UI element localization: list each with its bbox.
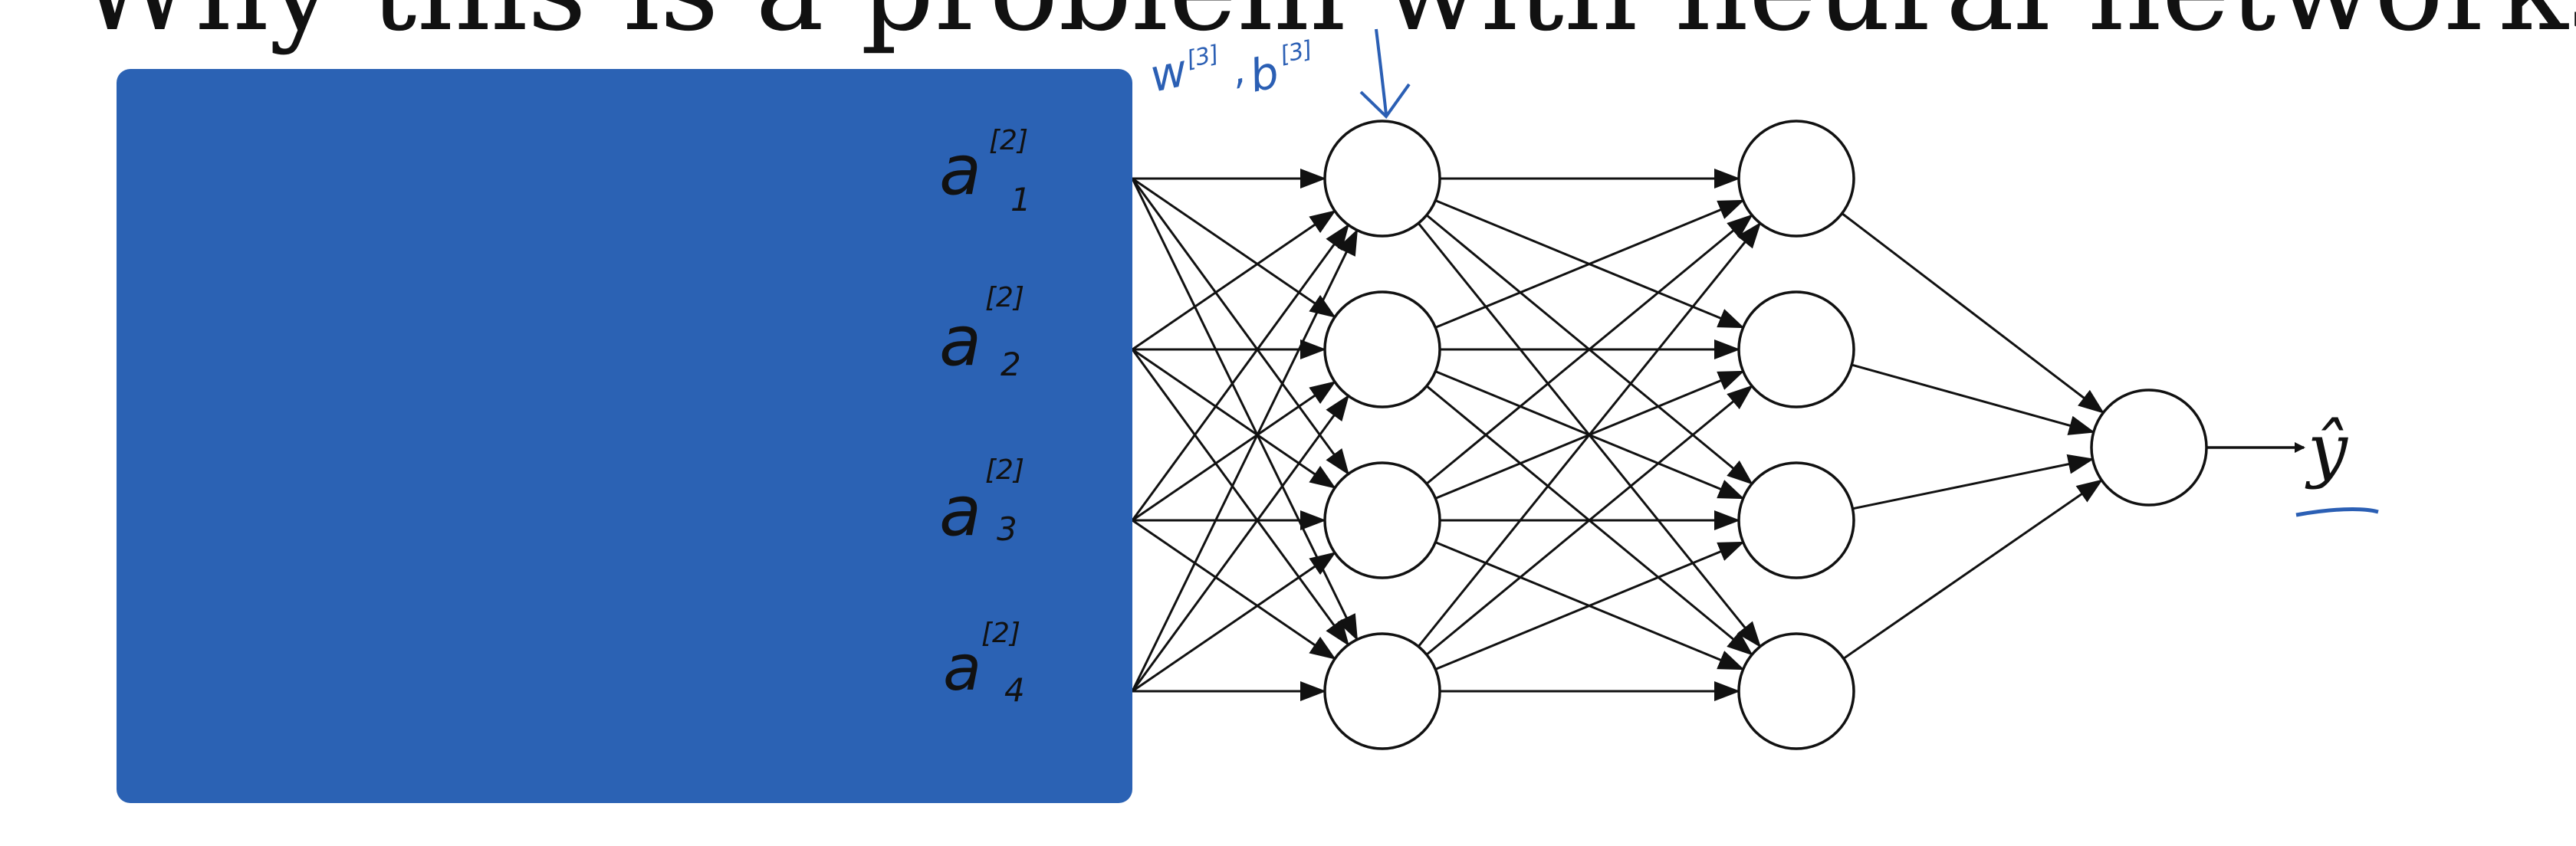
input-label-4-sup: [2] [981, 618, 1020, 649]
input-label-3-sup: [2] [985, 454, 1024, 486]
edge-input2-h1-3 [1132, 348, 1336, 489]
edge-h1-4-h2-1 [1417, 221, 1762, 648]
edge-input1-h1-3 [1131, 178, 1349, 476]
edge-input1-h1-4 [1131, 178, 1359, 641]
input-label-2-sub: 2 [1001, 346, 1021, 383]
edge-input4-h1-1 [1131, 228, 1359, 692]
output-label: ŷ [2305, 408, 2348, 490]
edge-input3-h1-4 [1132, 519, 1336, 660]
edge-input3-h1-2 [1132, 381, 1336, 522]
edge-input4-h1-3 [1132, 552, 1336, 693]
annotation-w-sup: [3] [1184, 41, 1221, 74]
edge-input2-h1-4 [1131, 349, 1349, 647]
neurons [1323, 120, 2208, 750]
node-hidden1-2 [1323, 290, 1441, 408]
input-activation-labels: a 1 [2] a 2 [2] a 3 [2] a 4 [2] [939, 125, 1031, 709]
annotation-b-sup: [3] [1277, 36, 1315, 69]
output: ŷ [2206, 408, 2379, 517]
node-hidden2-2 [1737, 290, 1855, 408]
node-hidden2-4 [1737, 632, 1855, 750]
input-label-2-sup: [2] [985, 282, 1024, 313]
node-hidden2-3 [1737, 461, 1855, 579]
input-label-4-base: a [943, 632, 981, 705]
edge-input3-h1-1 [1131, 223, 1349, 521]
edge-h1-3-h2-1 [1425, 214, 1753, 485]
edge-h2-2-output [1851, 363, 2095, 435]
output-underline [2295, 507, 2379, 517]
node-output [2090, 389, 2208, 507]
input-label-3-sub: 3 [997, 510, 1017, 548]
blue-cover-block [117, 69, 1132, 803]
input-label-3-base: a [939, 471, 981, 552]
input-label-1-sub: 1 [1010, 181, 1031, 218]
edge-input4-h1-2 [1131, 394, 1349, 692]
input-label-1-sup: [2] [989, 125, 1028, 156]
input-label-4-sub: 4 [1004, 671, 1025, 709]
edge-input2-h1-1 [1132, 210, 1336, 351]
node-hidden1-3 [1323, 461, 1441, 579]
node-hidden2-1 [1737, 120, 1855, 238]
node-hidden1-1 [1323, 120, 1441, 238]
edge-h2-3-output [1852, 454, 2095, 510]
slide-title: Why this is a problem with neural networ… [77, 0, 2576, 57]
edge-h2-4-output [1842, 479, 2103, 660]
input-label-1-base: a [939, 130, 981, 211]
node-hidden1-4 [1323, 632, 1441, 750]
edge-h2-1-output [1841, 212, 2104, 414]
annotation-arrow-icon [1359, 83, 1411, 120]
input-label-2-base: a [939, 301, 981, 382]
edge-input1-h1-2 [1132, 177, 1336, 318]
edge-h1-4-h2-2 [1425, 385, 1753, 656]
annotation-arrow-shaft [1375, 28, 1388, 116]
connections [1131, 169, 2104, 701]
edge-h1-4-h2-3 [1434, 541, 1745, 671]
edge-h1-2-h2-1 [1434, 199, 1745, 329]
